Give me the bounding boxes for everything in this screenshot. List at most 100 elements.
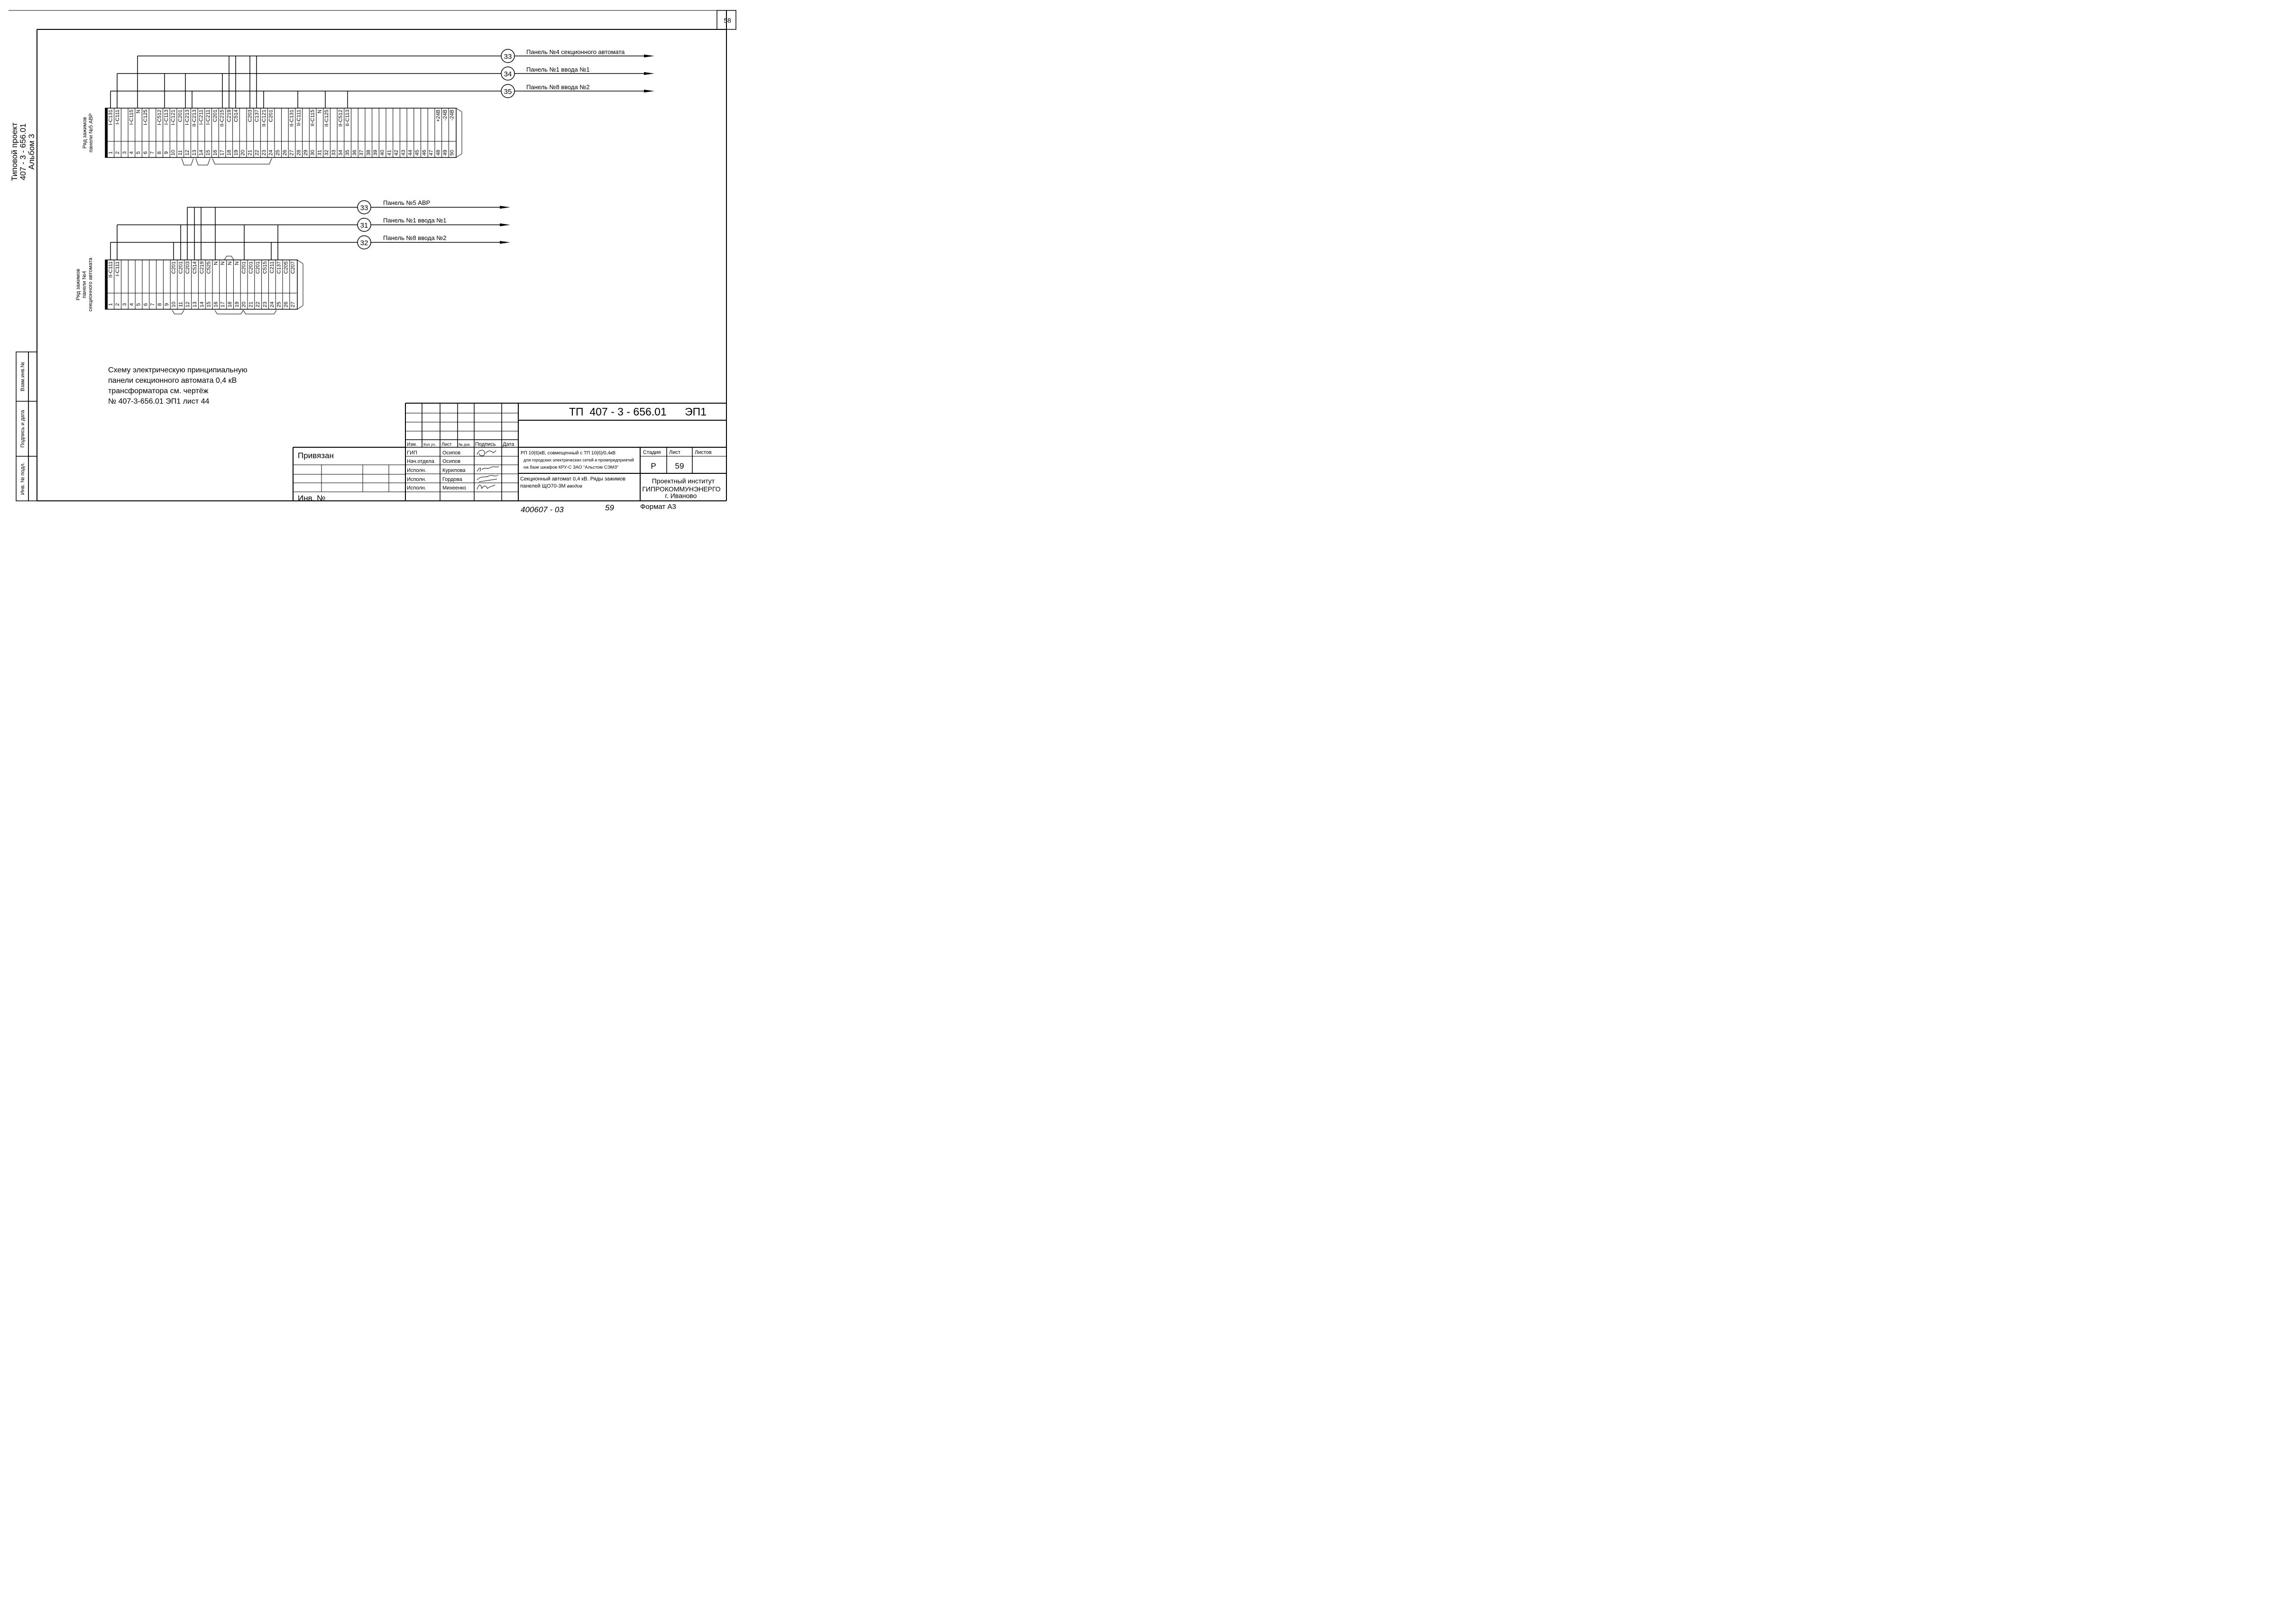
desc-line4: Секционный автомат 0,4 кВ. Ряды зажимов [520,476,625,482]
terminal-number: 30 [310,150,316,156]
role-label: Исполн. [407,468,426,473]
terminal-number: 17 [220,302,226,307]
terminal-number: 27 [289,150,295,156]
block1-connection-3: 35 Панель №8 ввода №2 [501,83,590,98]
signatures [477,450,499,490]
org-line1: Проектный институт [652,477,715,485]
terminal-number: 25 [275,150,281,156]
terminal-wire-label: -24В [442,110,448,120]
block2-label-line2: панели №4 [82,271,87,298]
arrow-35-panel1 [644,72,654,75]
drawing-sheet: 58 Типовой проект 407 - 3 - 656.01 Альбо… [9,10,736,514]
connection-label: Панель №4 секционного автомата [526,48,625,55]
terminal-wire-label: I-С131 [108,110,113,125]
terminal-wire-label: I-С211 [198,110,204,125]
arrow-33-panel5 [500,206,510,209]
connection-marker-number: 31 [360,221,368,230]
terminal-number: 20 [241,302,247,307]
terminal-wire-label: II-С512 [338,110,343,127]
terminal-number: 6 [143,151,148,154]
connection-marker-number: 35 [504,88,512,96]
terminal-number: 50 [450,150,455,156]
terminal-number: 28 [296,150,302,156]
connection-label: Панель №1 ввода №1 [526,66,590,73]
terminal-wire-label: С515 [262,261,268,274]
connection-marker-number: 32 [360,239,368,247]
terminal-number: 14 [199,302,205,307]
connection-marker-number: 34 [504,70,512,78]
terminal-number: 16 [213,302,219,307]
terminal-number: 31 [317,150,322,156]
connection-marker-number: 33 [504,53,512,61]
terminal-wire-label: N [136,110,141,113]
terminal-wire-label: С203 [247,110,253,122]
terminal-number: 18 [226,150,232,156]
terminal-number: 6 [143,303,148,306]
terminal-number: 41 [386,150,392,156]
title-block-roles: ГИП Осипов Нач.отдела Осипов Исполн. Кур… [407,450,466,491]
terminal-wire-label: С201 [171,261,177,274]
terminal-number: 16 [212,150,218,156]
terminal-wire-label: С201 [248,261,254,274]
terminal-wire-label: С525 [206,261,212,274]
note-line3: трансформатора см. чертёж [108,387,209,395]
terminal-number: 20 [240,150,246,156]
connection-marker-number: 33 [360,204,368,212]
note-line4: № 407-3-656.01 ЭП1 лист 44 [108,397,210,406]
signature-gip [477,450,496,456]
connection-label: Панель №5 АВР [383,199,430,206]
header-data: Дата [503,442,514,447]
organization: Проектный институт ГИПРОКОММУНЭНЕРГО г. … [642,477,720,499]
terminal-number: 5 [136,151,141,154]
terminal-wire-label: I-С115 [129,110,134,125]
terminal-number: 46 [422,150,427,156]
terminal-number: 42 [394,150,399,156]
connection-marker-circle [501,49,515,63]
terminal-wire-label: С201 [177,110,183,122]
arrow-36-panel8 [644,90,654,92]
format-label: Формат А3 [640,503,676,511]
list-header: Лист [669,450,680,455]
terminal-number: 1 [108,151,113,154]
connection-marker-circle [357,218,371,232]
connection-marker-circle [501,66,515,81]
role-label: Исполн. [407,477,426,482]
sheet-frame [9,10,736,501]
terminal-number: 35 [345,150,350,156]
org-line2: ГИПРОКОММУНЭНЕРГО [642,485,720,493]
terminal-wire-label: I-С211 [205,110,211,125]
terminal-number: 18 [227,302,233,307]
stage-header: Стадия [643,450,661,455]
terminal-number: 25 [276,302,282,307]
terminal-wire-label: I-С113 [164,110,169,125]
terminal-number: 3 [122,303,128,306]
role-name: Осипов [442,450,460,456]
handwritten-code: 400607 - 03 [521,505,564,514]
terminal-number: 21 [247,150,253,156]
side-stamp-inv: Инв. № подл. [20,462,26,495]
desc-line5: панелей ЩО70-3М вводов [520,483,582,489]
terminal-number: 37 [359,150,365,156]
stage-cells: Стадия Лист Листов Р 59 [643,450,712,471]
terminal-wire-label: II-С213 [192,110,197,127]
block2-label-line1: Ряд зажимов [75,269,81,301]
terminal-number: 5 [136,303,142,306]
terminal-number: 19 [234,302,240,307]
signature-miheenko [477,484,496,490]
terminal-wire-label: I-С213 [184,110,190,125]
jumper-13-14 [181,158,194,166]
terminal-number: 14 [198,150,204,156]
handwritten-sheet: 59 [605,503,614,512]
terminal-wire-label: N [317,110,322,113]
inv-label: Инв. № [298,494,325,503]
jumper-top-16-18 [224,256,234,260]
header-kolu: Кол уч. [423,443,436,447]
terminal-number: 24 [268,150,274,156]
terminal-wire-label: С219 [199,261,205,274]
terminal-wire-label: I-С121 [171,110,176,125]
terminal-wire-label: С203 [185,261,191,274]
role-label: Нач.отдела [407,459,435,464]
terminal-wire-label: I-С125 [143,110,148,125]
terminal-number: 17 [220,150,225,156]
